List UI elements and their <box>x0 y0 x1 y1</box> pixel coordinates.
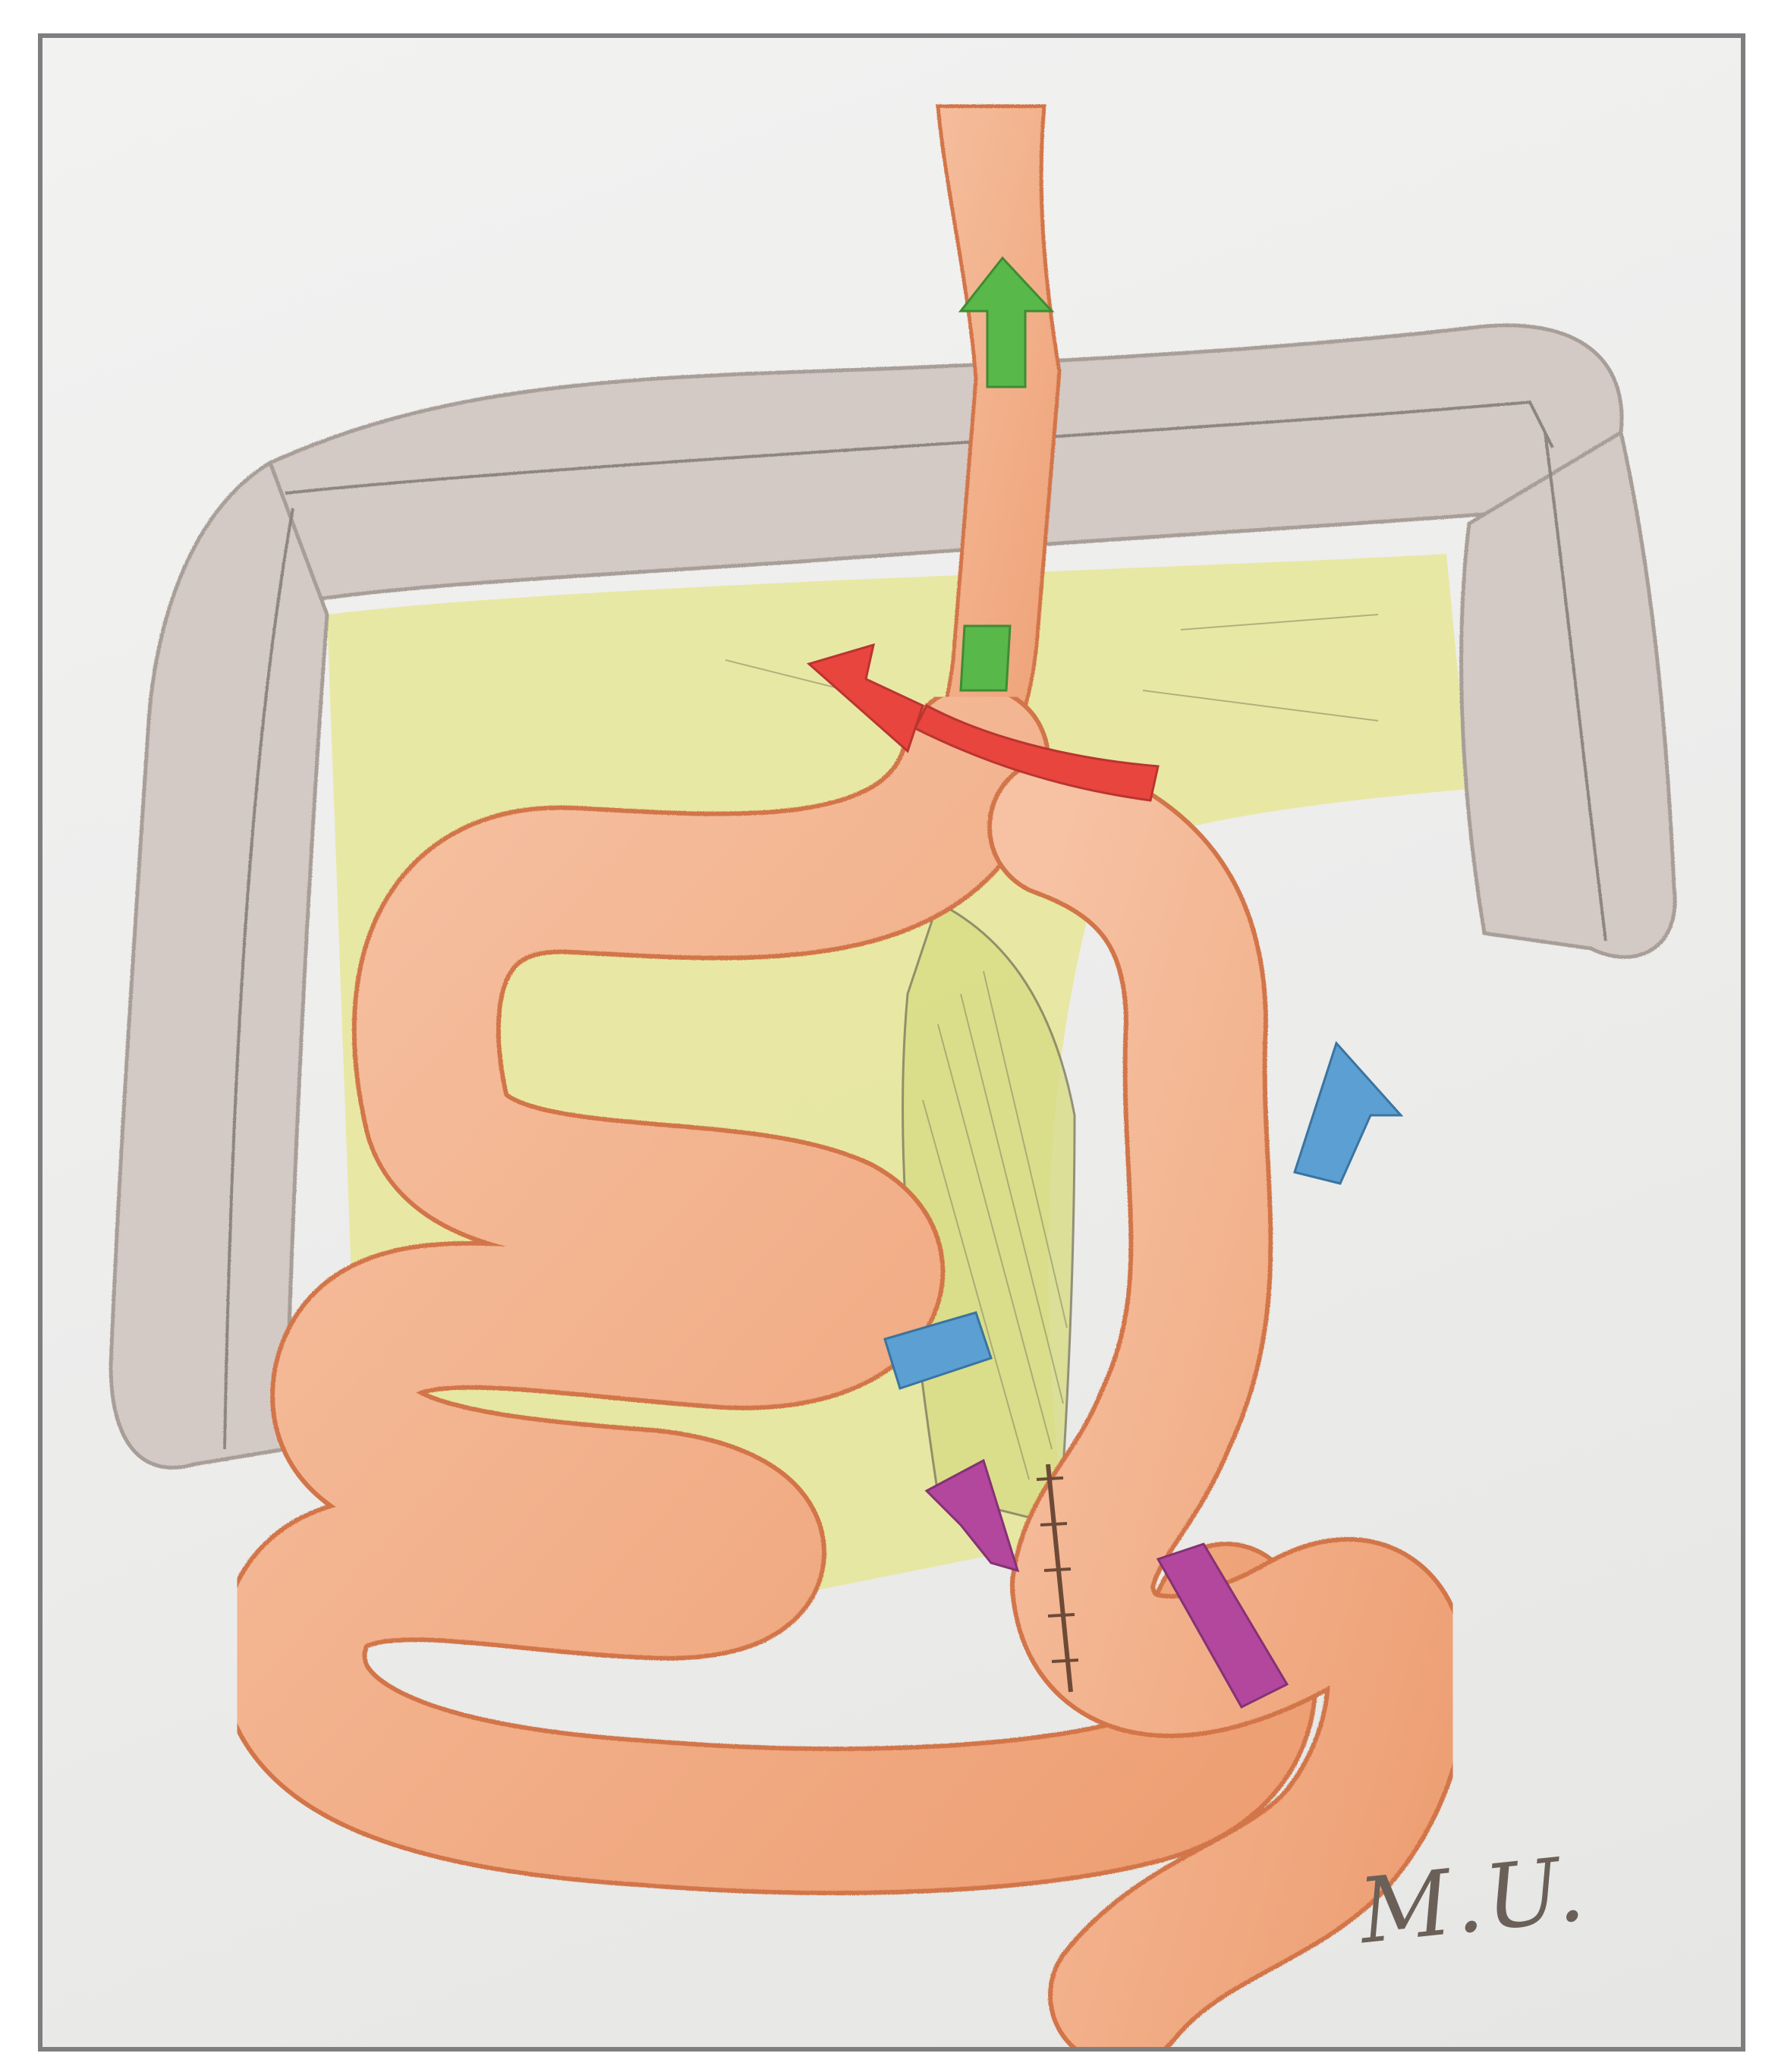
drawing-paper: M.U. <box>38 33 1745 2052</box>
small-bowel-loops <box>293 759 1398 1995</box>
anatomy-illustration <box>42 38 1741 2047</box>
descending-colon <box>1462 432 1676 957</box>
green-arrow-lower <box>961 626 1010 690</box>
